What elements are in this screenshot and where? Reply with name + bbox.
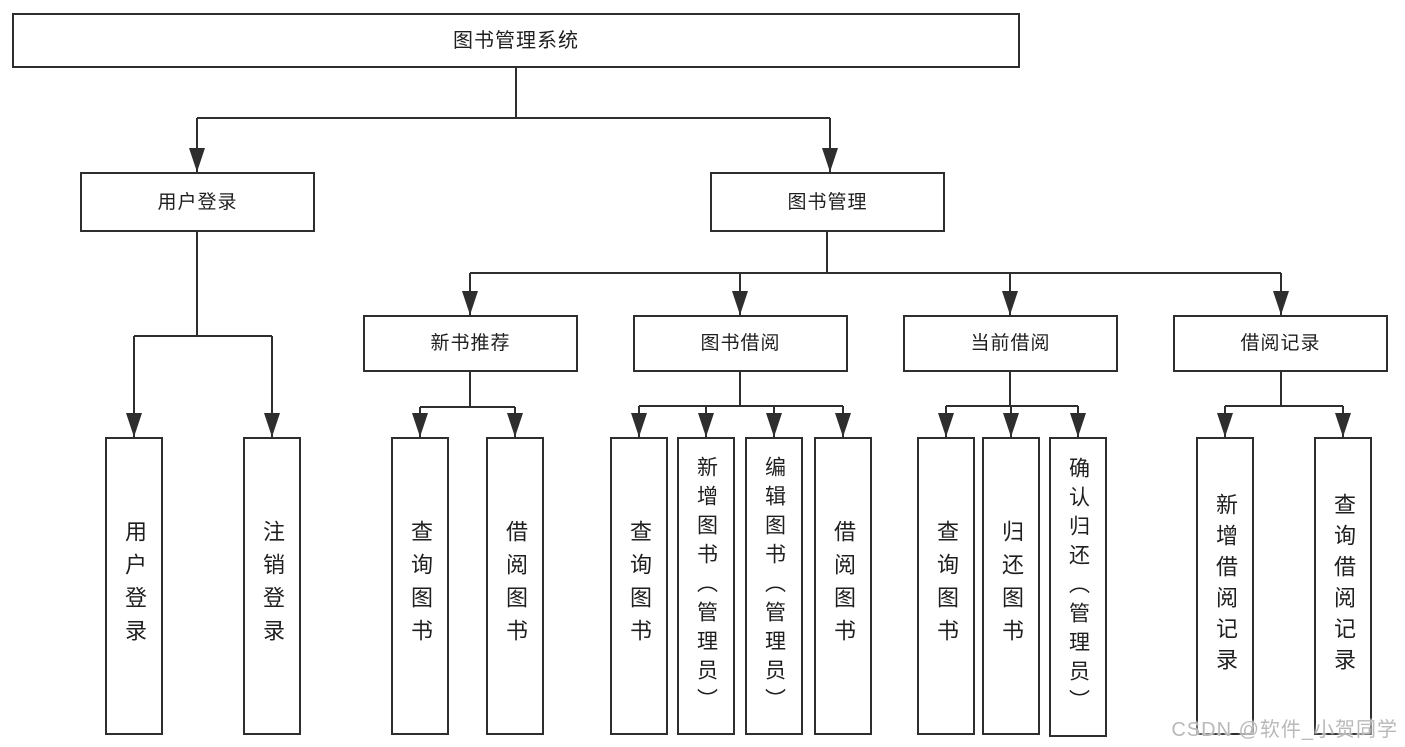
node-borrow-records: 借阅记录: [1173, 315, 1388, 372]
node-current-borrow: 当前借阅: [903, 315, 1118, 372]
leaf-query-books-borrow: 查询图书: [610, 437, 668, 735]
node-new-book-recommend: 新书推荐: [363, 315, 578, 372]
node-root: 图书管理系统: [12, 13, 1020, 68]
node-book-borrow: 图书借阅: [633, 315, 848, 372]
leaf-edit-book-admin: 编辑图书（管理员）: [745, 437, 803, 735]
leaf-query-borrow-record: 查询借阅记录: [1314, 437, 1372, 735]
leaf-logout-login: 注销登录: [243, 437, 301, 735]
leaf-query-books-recommend: 查询图书: [391, 437, 449, 735]
leaf-add-borrow-record: 新增借阅记录: [1196, 437, 1254, 735]
leaf-confirm-return-admin: 确认归还（管理员）: [1049, 437, 1107, 737]
leaf-borrow-books-recommend: 借阅图书: [486, 437, 544, 735]
leaf-user-login: 用户登录: [105, 437, 163, 735]
leaf-borrow-books: 借阅图书: [814, 437, 872, 735]
leaf-add-book-admin: 新增图书（管理员）: [677, 437, 735, 735]
leaf-query-books-current: 查询图书: [917, 437, 975, 735]
node-book-management: 图书管理: [710, 172, 945, 232]
node-user-login: 用户登录: [80, 172, 315, 232]
leaf-return-book: 归还图书: [982, 437, 1040, 735]
watermark: CSDN @软件_小贺同学: [1171, 719, 1398, 741]
